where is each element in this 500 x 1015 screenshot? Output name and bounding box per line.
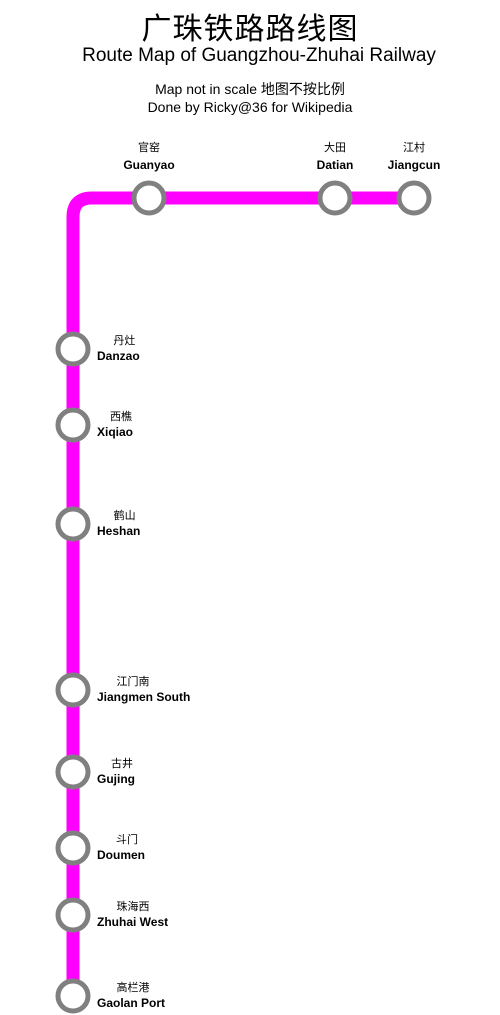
station-name-english: Xiqiao xyxy=(97,425,133,439)
station-marker xyxy=(55,978,91,1014)
station-name-english: Zhuhai West xyxy=(97,915,168,929)
station-name-chinese: 珠海西 xyxy=(117,899,150,913)
station-name-english: Jiangcun xyxy=(388,158,441,172)
station-name-english: Datian xyxy=(317,158,354,172)
station-marker xyxy=(55,672,91,708)
station-name-chinese: 江门南 xyxy=(117,674,150,688)
station-name-chinese: 丹灶 xyxy=(113,334,135,347)
station-marker xyxy=(55,754,91,790)
station-xiqiao: 西樵 Xiqiao xyxy=(55,407,133,443)
scale-note-chinese: 地图不按比例 xyxy=(260,82,345,98)
station-name-english: Doumen xyxy=(97,848,145,862)
station-name-chinese: 鹤山 xyxy=(114,508,136,522)
scale-note-english: Map not in scale xyxy=(155,81,258,97)
station-name-chinese: 官窑 xyxy=(138,140,160,154)
station-marker xyxy=(55,331,91,367)
credit-note: Done by Ricky@36 for Wikipedia xyxy=(147,99,353,115)
station-marker xyxy=(55,407,91,443)
station-doumen: 斗门 Doumen xyxy=(55,830,145,866)
station-gaolan-port: 高栏港 Gaolan Port xyxy=(55,978,165,1014)
station-datian: 大田 Datian xyxy=(317,140,354,216)
station-marker xyxy=(55,897,91,933)
scale-note: Map not in scale 地图不按比例 xyxy=(0,79,500,99)
map-title-english: Route Map of Guangzhou-Zhuhai Railway xyxy=(82,45,436,66)
station-name-english: Guanyao xyxy=(123,158,174,172)
station-danzao: 丹灶 Danzao xyxy=(55,331,140,367)
station-name-english: Gujing xyxy=(97,772,135,786)
station-marker xyxy=(396,180,432,216)
station-name-chinese: 古井 xyxy=(111,756,133,770)
station-name-english: Jiangmen South xyxy=(97,690,190,704)
station-marker xyxy=(317,180,353,216)
stations-layer: 江村 Jiangcun 大田 Datian 官窑 Guanyao 丹灶 Danzao 西樵 Xiq… xyxy=(55,140,441,1014)
station-name-chinese: 江村 xyxy=(403,140,425,154)
station-guanyao: 官窑 Guanyao xyxy=(123,140,175,216)
station-name-english: Danzao xyxy=(97,349,140,363)
station-marker xyxy=(131,180,167,216)
station-heshan: 鹤山 Heshan xyxy=(55,506,140,542)
route-line xyxy=(66,191,414,996)
station-name-chinese: 高栏港 xyxy=(117,980,150,994)
station-name-chinese: 大田 xyxy=(324,140,346,154)
map-title-chinese: 广珠铁路路线图 xyxy=(141,12,359,47)
station-jiangcun: 江村 Jiangcun xyxy=(388,140,441,216)
station-marker xyxy=(55,830,91,866)
station-jiangmen-south: 江门南 Jiangmen South xyxy=(55,672,190,708)
station-name-chinese: 斗门 xyxy=(116,832,138,846)
station-marker xyxy=(55,506,91,542)
station-name-english: Heshan xyxy=(97,524,140,538)
station-gujing: 古井 Gujing xyxy=(55,754,135,790)
station-name-english: Gaolan Port xyxy=(97,996,165,1010)
station-name-chinese: 西樵 xyxy=(110,409,132,423)
station-zhuhai-west: 珠海西 Zhuhai West xyxy=(55,897,168,933)
